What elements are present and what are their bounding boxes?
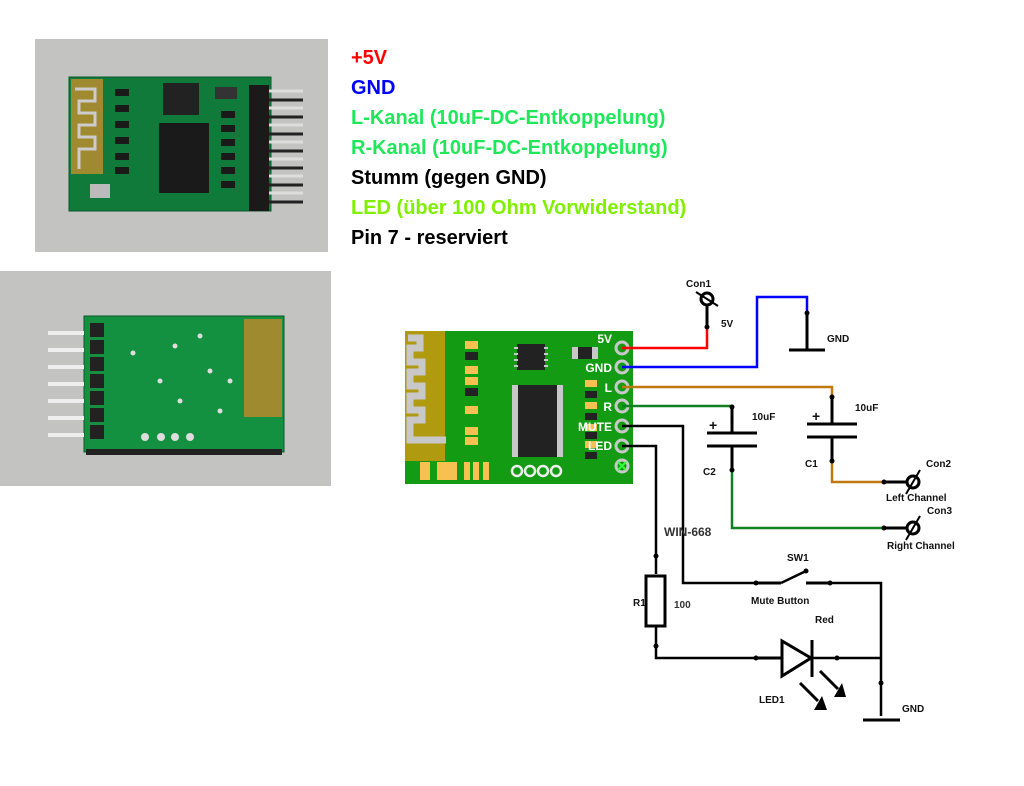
wire-gnd bbox=[622, 295, 809, 369]
gnd-bottom-label: GND bbox=[902, 704, 924, 715]
con1-ref: Con1 bbox=[686, 279, 711, 290]
module-photo-bottom bbox=[0, 271, 331, 486]
gnd-top-label: GND bbox=[827, 334, 849, 345]
wire-r bbox=[622, 404, 734, 417]
module-board bbox=[405, 331, 633, 484]
pin7-reserved-mark bbox=[617, 461, 627, 471]
capacitor-c2: + 10uF C2 bbox=[703, 406, 775, 478]
wire-mute bbox=[622, 424, 756, 585]
gnd-symbol-top: GND bbox=[789, 312, 849, 352]
led1-value: Red bbox=[815, 615, 834, 626]
con1-connector: Con1 5V bbox=[686, 279, 734, 330]
pin-legend-gnd: GND bbox=[351, 77, 396, 99]
pin-label-led: LED bbox=[588, 439, 612, 453]
led-led1: Red LED1 bbox=[756, 615, 846, 710]
wire-r1-led bbox=[654, 626, 756, 660]
module-name: WIN-668 bbox=[664, 525, 712, 539]
capacitor-c1: + 10uF C1 bbox=[805, 396, 878, 470]
con1-value: 5V bbox=[721, 319, 734, 330]
pin-legend-l-channel: L-Kanal (10uF-DC-Entkoppelung) bbox=[351, 107, 666, 129]
pin-label-gnd: GND bbox=[585, 361, 612, 375]
switch-sw1: SW1 Mute Button bbox=[751, 553, 830, 607]
gnd-symbol-bottom: GND bbox=[863, 704, 924, 722]
pin-label-l: L bbox=[605, 381, 612, 395]
r1-ref: R1 bbox=[633, 598, 646, 609]
pin-legend-pin7: Pin 7 - reserviert bbox=[351, 227, 508, 249]
wire-l bbox=[622, 385, 834, 398]
light-arrow-icon bbox=[834, 683, 846, 697]
led1-ref: LED1 bbox=[759, 695, 785, 706]
light-arrow-icon bbox=[814, 696, 827, 710]
con3-label: Right Channel bbox=[887, 541, 955, 552]
resistor-r1: R1 100 bbox=[633, 574, 691, 628]
con3-connector: Con3 Right Channel bbox=[884, 506, 955, 552]
pin-pad-7 bbox=[614, 458, 630, 474]
pin-legend-led: LED (über 100 Ohm Vorwiderstand) bbox=[351, 197, 687, 219]
con2-ref: Con2 bbox=[926, 459, 951, 470]
module-photo-bottom-drawing bbox=[0, 271, 331, 486]
pin-label-mute: MUTE bbox=[578, 420, 612, 434]
c1-value: 10uF bbox=[855, 403, 878, 414]
module-photo-top bbox=[35, 39, 328, 252]
c2-polarity: + bbox=[709, 417, 717, 433]
con3-ref: Con3 bbox=[927, 506, 952, 517]
pin-legend-r-channel: R-Kanal (10uF-DC-Entkoppelung) bbox=[351, 137, 668, 159]
wire-r-out bbox=[730, 470, 884, 530]
pin-legend-mute: Stumm (gegen GND) bbox=[351, 167, 547, 189]
c2-value: 10uF bbox=[752, 412, 775, 423]
pin-legend: +5V GND L-Kanal (10uF-DC-Entkoppelung) R… bbox=[351, 43, 686, 253]
c2-ref: C2 bbox=[703, 467, 716, 478]
sw1-label: Mute Button bbox=[751, 596, 809, 607]
sw1-ref: SW1 bbox=[787, 553, 809, 564]
wire-sw-gnd bbox=[830, 581, 883, 716]
con2-connector: Con2 Left Channel bbox=[884, 459, 951, 504]
module-photo-top-drawing bbox=[35, 39, 328, 252]
wires bbox=[622, 295, 884, 716]
pin-label-5v: 5V bbox=[597, 332, 612, 346]
pin-label-r: R bbox=[603, 400, 612, 414]
pin-legend-5v: +5V bbox=[351, 47, 388, 69]
c1-ref: C1 bbox=[805, 459, 818, 470]
wire-led bbox=[622, 444, 658, 574]
c1-polarity: + bbox=[812, 408, 820, 424]
wire-5v bbox=[622, 327, 709, 350]
wire-l-out bbox=[830, 460, 884, 484]
junction-dots bbox=[653, 310, 887, 686]
con2-label: Left Channel bbox=[886, 493, 947, 504]
r1-value: 100 bbox=[674, 600, 691, 611]
